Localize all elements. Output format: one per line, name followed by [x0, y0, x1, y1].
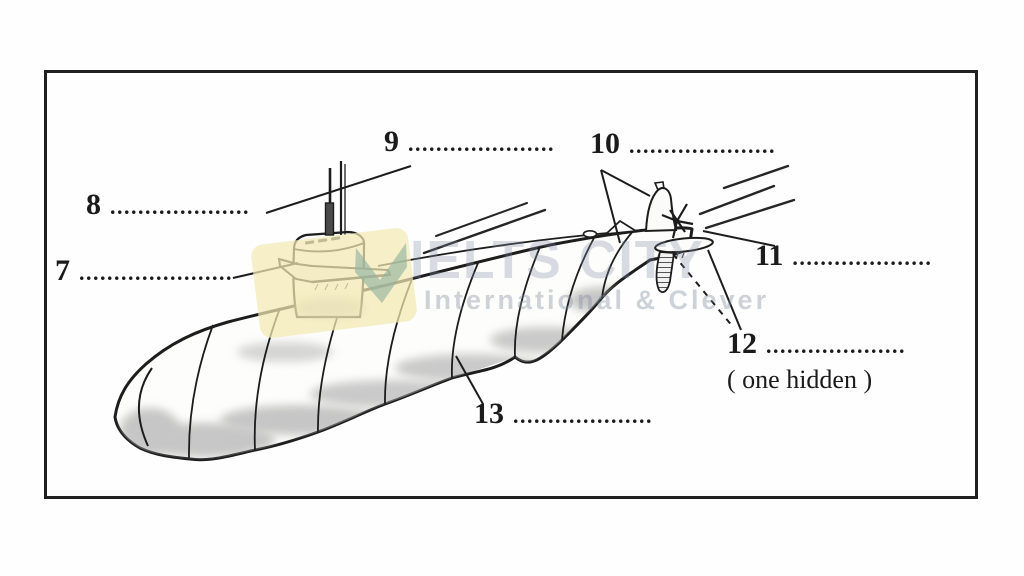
lower-rudder	[655, 251, 676, 294]
label-8-number: 8	[86, 188, 101, 221]
label-8-9-leader-line	[265, 165, 412, 214]
label-11-number: 11	[755, 239, 784, 272]
label-10-number: 10	[590, 127, 620, 160]
propeller	[661, 203, 694, 239]
label-10: 10 .....................	[590, 129, 776, 159]
label-10-blank: .....................	[629, 133, 776, 158]
label-12-note: ( one hidden )	[727, 365, 873, 394]
label-12-blank: ....................	[766, 333, 906, 358]
label-12: 12 ....................	[727, 329, 906, 359]
label-7: 7 ......................	[55, 256, 233, 286]
label-11-blank: ....................	[792, 245, 933, 270]
motion-streaks	[422, 164, 796, 255]
label-9-number: 9	[384, 125, 399, 158]
nose-ring-line	[138, 367, 153, 447]
label-13-blank: ....................	[513, 403, 653, 428]
label-7-blank: ......................	[79, 260, 233, 285]
periscope-masts	[324, 161, 346, 236]
label-7-number: 7	[55, 254, 70, 287]
label-8: 8 ....................	[86, 190, 250, 220]
label-12-number: 12	[727, 327, 757, 360]
label-12-leader-line-solid	[707, 249, 742, 331]
label-10-leader-line-b	[600, 169, 651, 197]
label-13: 13 ....................	[474, 399, 653, 429]
deck-fairing	[603, 219, 639, 236]
tail-fin	[644, 187, 678, 233]
label-13-leader-line	[455, 355, 484, 405]
stern-plane	[654, 236, 714, 254]
leader-lines	[232, 165, 776, 405]
deck-bump	[582, 230, 598, 239]
tail-fin-tip	[653, 181, 665, 191]
label-13-number: 13	[474, 397, 504, 430]
label-11: 11 ....................	[755, 241, 932, 271]
label-9-blank: .....................	[408, 131, 555, 156]
label-9: 9 .....................	[384, 127, 555, 157]
hull-segment-lines	[188, 229, 635, 459]
diagram-frame	[44, 70, 978, 499]
label-10-leader-line-a	[600, 169, 621, 244]
label-8-blank: ....................	[110, 194, 250, 219]
label-12-leader-line-dashed	[672, 253, 734, 328]
label-11-leader-line	[702, 230, 776, 247]
